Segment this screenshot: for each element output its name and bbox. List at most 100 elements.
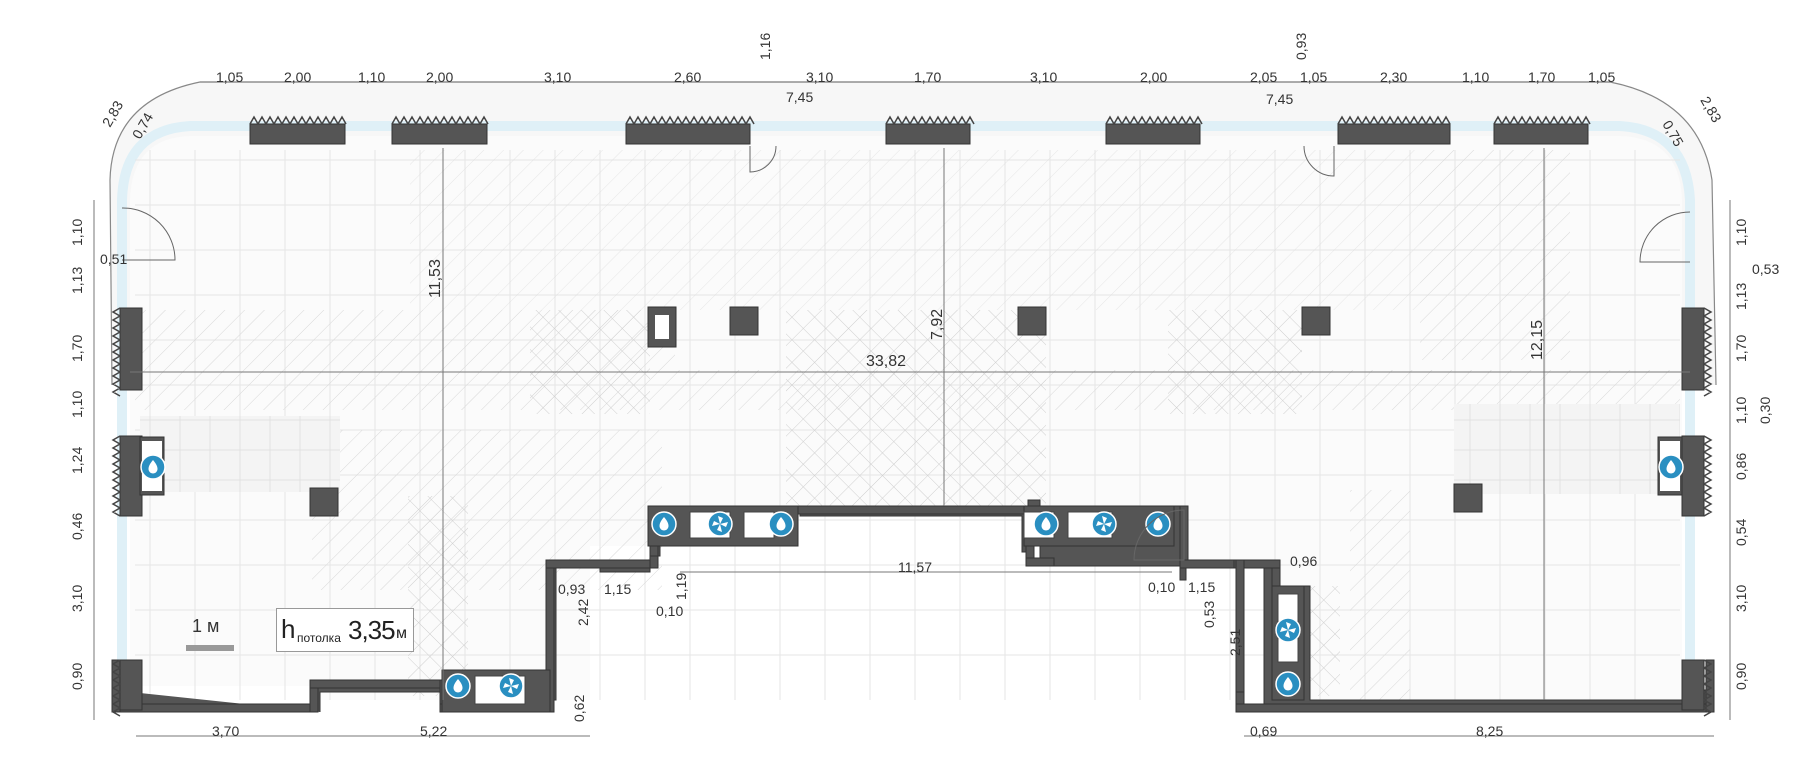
dim-center-4: 2,42 — [575, 599, 591, 626]
water-drop-icon — [651, 511, 677, 537]
dim-center-6: 0,10 — [1148, 579, 1175, 595]
crosshatch-zone — [1310, 586, 1340, 696]
dim-top-4: 3,10 — [544, 69, 571, 85]
hatch-zone — [1420, 150, 1570, 360]
dim-interior-3: 33,82 — [866, 353, 906, 370]
dim-left-7: 0,90 — [69, 663, 85, 690]
window-zigzag — [1493, 115, 1591, 126]
window-zigzag — [1702, 307, 1713, 397]
crosshatch-zone — [786, 310, 1046, 510]
dim-right-4: 0,86 — [1733, 453, 1749, 480]
window-zigzag — [1702, 435, 1713, 517]
dim-top-extra-1: 0,93 — [1293, 33, 1309, 60]
door-top-2 — [1303, 145, 1335, 177]
window-zigzag — [111, 307, 122, 397]
dim-interior-0: 11,53 — [427, 259, 444, 298]
ceiling-height-symbol: h — [281, 614, 296, 644]
dim-interior-1: 7,92 — [929, 309, 946, 340]
pillar — [1453, 483, 1483, 513]
door-center — [1133, 509, 1185, 561]
dim-left-extra-0: 0,51 — [100, 251, 127, 267]
water-drop-icon — [1658, 454, 1684, 480]
dim-corner-2: 2,83 — [1697, 94, 1725, 126]
window-zigzags — [111, 115, 1713, 717]
dim-top-2: 1,10 — [358, 69, 385, 85]
crosshatch-zone — [408, 496, 468, 696]
dim-top-12: 2,30 — [1380, 69, 1407, 85]
window-zigzag — [625, 115, 755, 126]
pillar — [1301, 306, 1331, 336]
dim-top-extra-2: 7,45 — [786, 89, 813, 105]
dim-center-2: 1,19 — [673, 573, 689, 600]
dim-top-15: 1,05 — [1588, 69, 1615, 85]
window-zigzag — [885, 115, 975, 126]
door-right-top — [1639, 211, 1691, 263]
dim-right-extra-1: 0,30 — [1757, 397, 1773, 424]
top-wall-segments — [249, 123, 1589, 145]
dim-right-extra-0: 0,53 — [1752, 261, 1779, 277]
dim-center-5: 0,62 — [571, 695, 587, 722]
dim-top-11: 1,05 — [1300, 69, 1327, 85]
dim-right-0: 1,10 — [1733, 219, 1749, 246]
ceiling-height-subscript: потолка — [297, 631, 341, 645]
window-zigzag — [111, 435, 122, 517]
dim-center-10: 2,51 — [1227, 629, 1243, 656]
water-drop-icon — [1275, 671, 1301, 697]
pillar — [309, 487, 339, 517]
scale-bar — [186, 645, 234, 651]
hatch-zone — [410, 150, 1420, 310]
hatch-zone — [1350, 490, 1410, 700]
dim-bottom-0: 3,70 — [212, 723, 239, 739]
dim-bottom-1: 5,22 — [420, 723, 447, 739]
dim-top-0: 1,05 — [216, 69, 243, 85]
fixture-icons — [140, 454, 1684, 699]
dim-right-5: 0,54 — [1733, 519, 1749, 546]
scale-label: 1 м — [192, 616, 220, 636]
dim-top-14: 1,70 — [1528, 69, 1555, 85]
dim-center-8: 0,96 — [1290, 553, 1317, 569]
ceiling-height-label: h потолка 3,35 м — [276, 608, 414, 652]
water-drop-icon — [140, 454, 166, 480]
tile-zone — [1454, 404, 1680, 494]
pillar — [1017, 306, 1047, 336]
ceiling-height-unit: м — [396, 625, 407, 642]
dimension-lines — [93, 81, 1731, 737]
dim-top-3: 2,00 — [426, 69, 453, 85]
dim-right-3: 1,10 — [1733, 397, 1749, 424]
dim-left-4: 1,24 — [69, 447, 85, 474]
dim-top-13: 1,10 — [1462, 69, 1489, 85]
pillar-void — [655, 315, 669, 339]
dim-interior-2: 12,15 — [1529, 320, 1546, 360]
fan-icon — [707, 511, 733, 537]
water-drop-icon — [445, 673, 471, 699]
dim-bottom-2: 0,69 — [1250, 723, 1277, 739]
dim-right-2: 1,70 — [1733, 335, 1749, 362]
dim-left-1: 1,13 — [69, 267, 85, 294]
window-zigzag — [111, 659, 122, 717]
water-drop-icon — [768, 511, 794, 537]
doors — [121, 145, 1691, 561]
dim-right-7: 0,90 — [1733, 663, 1749, 690]
ceiling-height-value: 3,35 — [348, 615, 396, 645]
crosshatch-zone — [1168, 310, 1302, 414]
tile-zone — [140, 416, 340, 492]
pillar — [729, 306, 759, 336]
dim-left-2: 1,70 — [69, 335, 85, 362]
dim-left-0: 1,10 — [69, 219, 85, 246]
dim-right-1: 1,13 — [1733, 283, 1749, 310]
fan-icon — [498, 673, 524, 699]
window-zigzag — [249, 115, 347, 126]
dim-right-6: 3,10 — [1733, 585, 1749, 612]
window-zigzag — [1105, 115, 1203, 126]
dim-top-6: 3,10 — [806, 69, 833, 85]
window-zigzag — [391, 115, 489, 126]
window-zigzag — [1702, 659, 1713, 717]
fan-icon — [1091, 511, 1117, 537]
door-top-1 — [749, 145, 777, 173]
dim-center-9: 0,53 — [1201, 601, 1217, 628]
dim-top-5: 2,60 — [674, 69, 701, 85]
dim-corner-0: 2,83 — [99, 98, 127, 130]
dim-center-3: 0,10 — [656, 603, 683, 619]
dim-center-1: 1,15 — [604, 581, 631, 597]
